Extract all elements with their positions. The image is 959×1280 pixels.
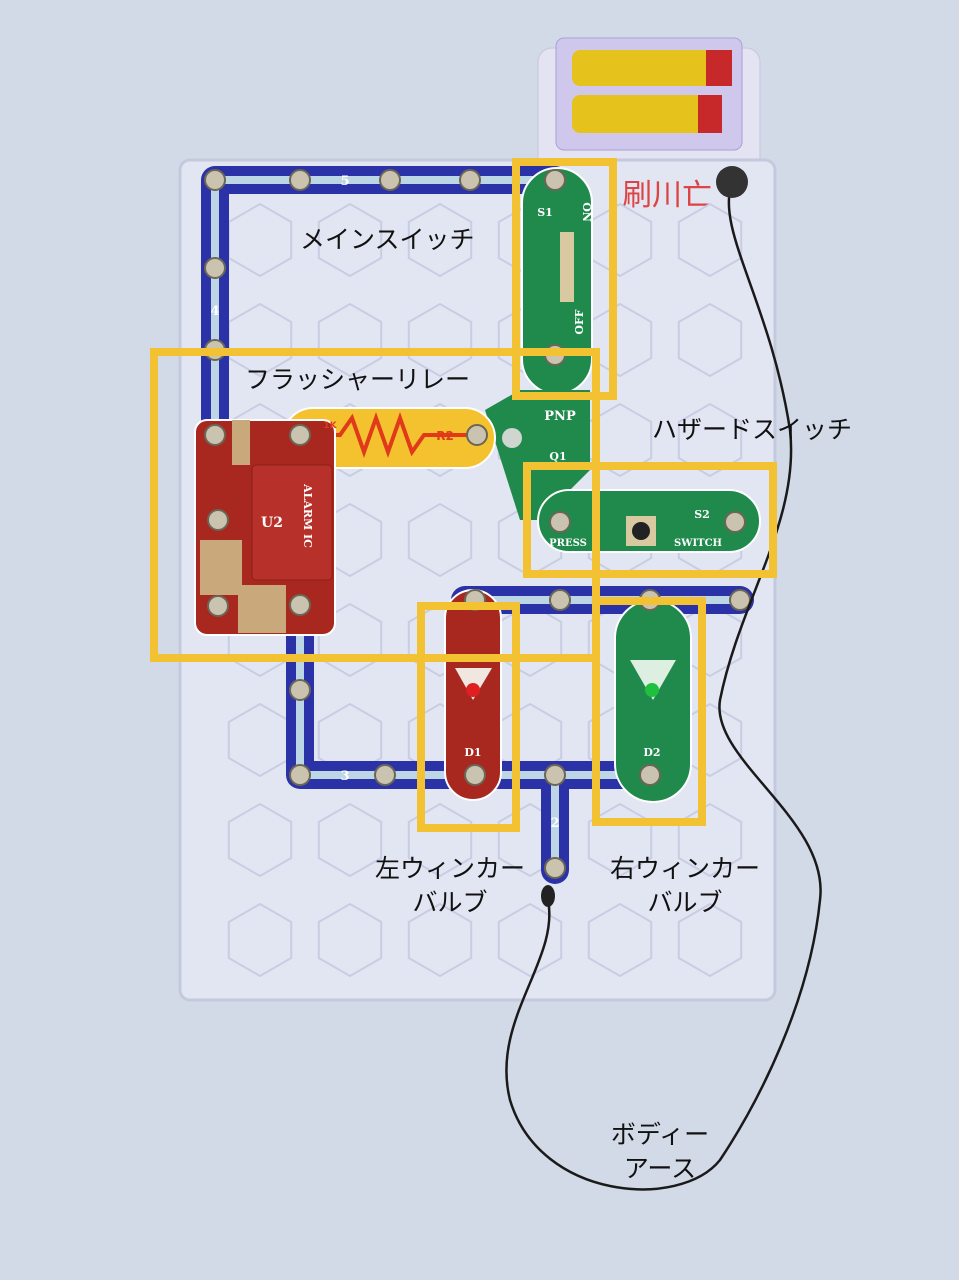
snap-stud [204, 169, 226, 191]
snap-stud [289, 594, 311, 616]
snap-stud [544, 169, 566, 191]
label-right-bulb: 右ウィンカーバルブ [609, 854, 760, 917]
grid-hole [317, 302, 383, 378]
s1-off-marking: OFF [573, 309, 586, 334]
grid-hole [677, 402, 743, 478]
alarm-ic-marking: ALARM IC [301, 483, 314, 548]
body-ground-wire [505, 181, 822, 1191]
battery-2 [572, 95, 722, 133]
pnp-marking: PNP [544, 409, 576, 424]
grid-hole [677, 202, 743, 278]
snap-stud [289, 169, 311, 191]
grid-hole [587, 902, 653, 978]
wire-number-3: 3 [340, 769, 349, 784]
grid-hole [317, 802, 383, 878]
grid-hole [677, 902, 743, 978]
highlights [150, 158, 777, 832]
snap-stud [544, 857, 566, 879]
wire-number-2: 2 [550, 816, 559, 831]
u2-marking: U2 [261, 515, 283, 531]
snap-stud [464, 764, 486, 786]
grid-hole [407, 902, 473, 978]
d2-marking: D2 [643, 746, 660, 759]
grid-hole [407, 802, 473, 878]
grid-hole [497, 902, 563, 978]
label-hazard-switch: ハザードスイッチ [652, 415, 853, 444]
s1-marking: S1 [537, 206, 553, 219]
switch-marking: SWITCH [674, 538, 722, 549]
ground-clip [716, 166, 748, 198]
r2-value-marking: 1K [323, 421, 337, 431]
grid-hole [407, 502, 473, 578]
q1-marking: Q1 [549, 450, 566, 463]
snap-stud [204, 257, 226, 279]
grid-hole [227, 802, 293, 878]
snap-stud [549, 589, 571, 611]
highlight-left-bulb [417, 602, 520, 832]
grid-hole [317, 902, 383, 978]
snap-stud [374, 764, 396, 786]
snap-stud [549, 511, 571, 533]
s1-on-marking: ON [580, 202, 593, 222]
highlight-flasher-relay [150, 348, 600, 662]
snap-stud [459, 169, 481, 191]
grid-hole [407, 302, 473, 378]
highlight-right-bulb [592, 597, 706, 826]
snap-stud [289, 424, 311, 446]
battery-holder-marking: 刷川亡 [622, 178, 712, 213]
wire-number-5: 5 [340, 174, 349, 189]
battery-1 [572, 50, 732, 86]
snap-stud [639, 764, 661, 786]
r2-marking: R2 [436, 429, 454, 443]
highlight-hazard-switch [523, 462, 777, 578]
grid-hole [677, 302, 743, 378]
snap-stud [544, 764, 566, 786]
label-left-bulb: 左ウィンカーバルブ [374, 854, 525, 917]
snap-stud [729, 589, 751, 611]
label-flasher-relay: フラッシャーリレー [245, 365, 471, 394]
snap-stud [207, 595, 229, 617]
snaps [204, 169, 751, 879]
component-markings: 5 4 3 2 S1 ON OFF PNP Q1 R2 1K U2 ALARM … [210, 174, 722, 831]
press-marking: PRESS [549, 538, 587, 549]
snap-stud [207, 509, 229, 531]
pnp-transistor [485, 390, 590, 520]
snap-stud [466, 424, 488, 446]
grid-hole [407, 202, 473, 278]
snap-stud [204, 424, 226, 446]
label-body-ground: ボディーアース [610, 1120, 710, 1183]
grid-hole [317, 202, 383, 278]
snap-stud [289, 764, 311, 786]
wire-number-4: 4 [210, 304, 219, 319]
label-main-switch: メインスイッチ [300, 225, 475, 254]
snap-stud [289, 679, 311, 701]
d1-marking: D1 [464, 746, 481, 759]
snap-stud [724, 511, 746, 533]
snap-stud [379, 169, 401, 191]
s2-marking: S2 [694, 508, 710, 521]
highlight-main-switch [512, 158, 617, 400]
grid-hole [227, 902, 293, 978]
